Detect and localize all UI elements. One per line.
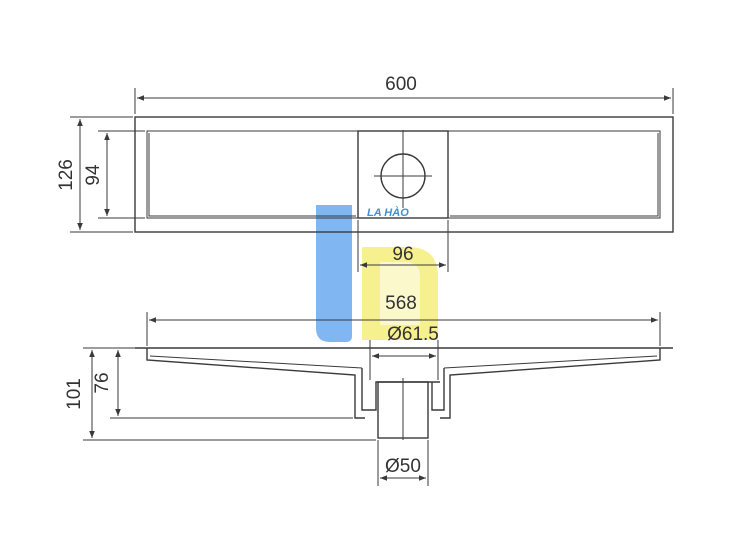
right-channel-outline: [447, 130, 661, 219]
dim-label-568: 568: [385, 293, 417, 314]
dim-label-126: 126: [56, 159, 77, 191]
dim-label-96: 96: [392, 244, 413, 265]
dim-label-600: 600: [385, 74, 417, 95]
dim-label-101: 101: [64, 378, 85, 410]
logo-brand-text: LA HÀO: [367, 206, 409, 219]
left-channel-shadow: [148, 133, 356, 217]
tray-inner-right: [443, 355, 658, 369]
dim-label-615: Ø61.5: [387, 324, 439, 345]
dim-label-94: 94: [83, 164, 104, 186]
logo-yellow-hole: [380, 262, 420, 325]
tray-outer-outline: [134, 116, 674, 233]
drain-flange-right: [431, 368, 445, 411]
top-view: 600 126 94 96: [56, 74, 674, 272]
tray-profile-left: [146, 348, 365, 419]
logo-blue-shape: [316, 205, 352, 342]
right-channel-shadow: [450, 133, 659, 217]
tray-profile-right: [440, 348, 661, 419]
dim-label-50: Ø50: [385, 456, 421, 477]
left-channel-outline: [146, 130, 359, 219]
watermark-logo: LA HÀO: [316, 205, 438, 342]
dim-label-76: 76: [92, 372, 113, 393]
side-view: 568 Ø61.5 101 76 Ø50: [64, 293, 673, 486]
tray-inner-left: [149, 355, 363, 369]
